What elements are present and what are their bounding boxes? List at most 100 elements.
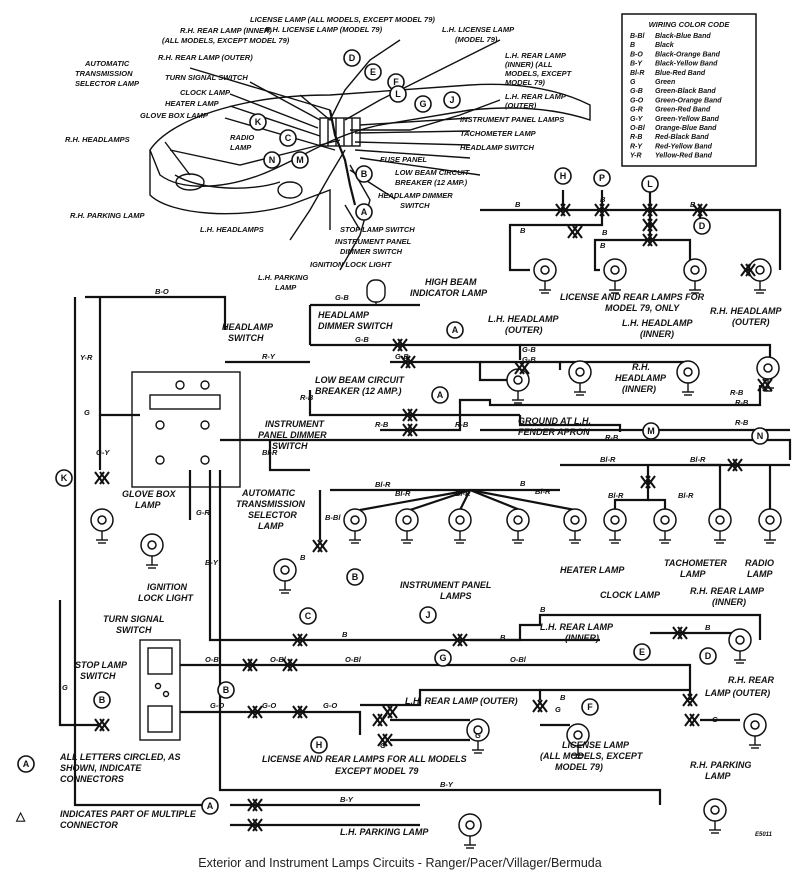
connector-f: F: [581, 698, 599, 716]
label-sl-2: SWITCH: [80, 671, 116, 681]
label-stop-lamp-switch: STOP LAMP SWITCH: [340, 225, 415, 234]
wire-code-tag: Bl-R: [455, 489, 471, 498]
label-lh-rear-lamp-inner: L.H. REAR LAMP: [505, 51, 567, 60]
label-low-beam-1: LOW BEAM CIRCUIT: [395, 168, 471, 177]
wire-code-tag: G-B: [522, 355, 536, 364]
wire-code-tag: R-Y: [262, 352, 276, 361]
label-rh-parking-lamp: R.H. PARKING LAMP: [70, 211, 145, 220]
label-auto-trans-3: SELECTOR LAMP: [75, 79, 140, 88]
legend-name: Yellow-Red Band: [655, 153, 713, 160]
connector-a: A: [431, 386, 449, 404]
wire-code-tag: G: [62, 683, 68, 692]
lamp-bulb: [563, 508, 587, 544]
wire-code-tag: G-Y: [96, 448, 110, 457]
label-lh-hl-inner-1: L.H. HEADLAMP: [622, 318, 693, 328]
multiple-connector-mark: [640, 475, 656, 489]
label-lhro: L.H. REAR LAMP (OUTER): [405, 696, 518, 706]
connector-h: H: [310, 736, 328, 754]
legend-code: R-B: [630, 134, 642, 141]
wire-code-tag: Bl-R: [535, 487, 551, 496]
multiple-connector-mark: [532, 699, 548, 713]
multiple-connector-mark: [402, 423, 418, 437]
label-rh-license-lamp-79: R.H. LICENSE LAMP (MODEL 79): [265, 25, 383, 34]
label-at-3: SELECTOR: [248, 510, 297, 520]
label-ign-2: LOCK LIGHT: [138, 593, 194, 603]
label-rh-hl-inner-2: HEADLAMP: [615, 373, 667, 383]
connector-e: E: [633, 643, 651, 661]
wire-code-tag: B-O: [155, 287, 169, 296]
lamp-bulb: [533, 258, 557, 294]
multiple-connector-mark: [292, 705, 308, 719]
label-rh-hl-inner-3: (INNER): [622, 384, 656, 394]
svg-text:E: E: [639, 647, 645, 657]
label-all-title-2: EXCEPT MODEL 79: [335, 766, 418, 776]
label-ignition-lock-light: IGNITION LOCK LIGHT: [310, 260, 393, 269]
svg-text:B: B: [99, 695, 106, 705]
legend-name: Green: [655, 79, 675, 86]
svg-text:B: B: [361, 169, 368, 179]
wire-code-tag: R-B: [735, 418, 749, 427]
multiple-connector-mark: [392, 338, 408, 352]
label-ts-1: TURN SIGNAL: [103, 614, 165, 624]
label-hs-1: HEADLAMP: [222, 322, 274, 332]
wire-code-tag: R-B: [300, 393, 314, 402]
multiple-connector-mark: [727, 458, 743, 472]
multiple-connector-mark: [692, 203, 708, 217]
svg-text:K: K: [255, 117, 262, 127]
connector-k: K: [249, 113, 267, 131]
label-ground-1: GROUND AT L.H.: [518, 416, 591, 426]
multiple-connector-mark: [642, 218, 658, 232]
multiple-connector-mark: [402, 408, 418, 422]
lamp-bulb: [676, 360, 700, 396]
lamp-bulb: [466, 718, 490, 754]
label-clock: CLOCK LAMP: [600, 590, 661, 600]
multiple-connector-mark: [247, 818, 263, 832]
wire-code-tag: Bl-R: [395, 489, 411, 498]
label-lh-hl-inner-2: (INNER): [640, 329, 674, 339]
connector-b: B: [355, 165, 373, 183]
connector-g: G: [414, 95, 432, 113]
label-model79-title-1: LICENSE AND REAR LAMPS FOR: [560, 292, 705, 302]
label-headlamp-switch: HEADLAMP SWITCH: [460, 143, 534, 152]
label-rh-hl-outer-1: R.H. HEADLAMP: [710, 306, 782, 316]
wire-code-tag: B: [600, 241, 606, 250]
label-rh-hl-inner-1: R.H.: [632, 362, 650, 372]
label-clock-lamp: CLOCK LAMP: [180, 88, 231, 97]
label-hs-2: SWITCH: [228, 333, 264, 343]
wire-code-tag: B: [560, 693, 566, 702]
lamp-bulb: [343, 508, 367, 544]
svg-text:P: P: [599, 173, 605, 183]
legend-name: Black-Orange Band: [655, 51, 721, 58]
multiple-connector-mark: [242, 658, 258, 672]
lamp-bulb: [703, 798, 727, 834]
connector-j: J: [419, 606, 437, 624]
wire-code-tag: Bl-R: [608, 491, 624, 500]
label-lic-1: LICENSE LAMP: [562, 740, 630, 750]
legend-name: Red-Yellow Band: [655, 143, 713, 150]
lamp-bulb: [603, 258, 627, 294]
label-lh-parking-1: L.H. PARKING: [258, 273, 308, 282]
connector-d: D: [699, 647, 717, 665]
label-rh-rear-lamp-inner: R.H. REAR LAMP (INNER): [180, 26, 272, 35]
connector-h: H: [554, 167, 572, 185]
label-ground-2: FENDER APRON: [518, 427, 590, 437]
wire-code-tag: B-Y: [340, 795, 354, 804]
wire-code-tag: G: [475, 731, 481, 740]
label-glove-box-lamp: GLOVE BOX LAMP: [140, 111, 209, 120]
label-at-4: LAMP: [258, 521, 284, 531]
legend-code: O-Bl: [630, 125, 646, 132]
svg-text:J: J: [449, 95, 454, 105]
lamp-bulb: [748, 258, 772, 294]
multiple-connector-mark: [282, 658, 298, 672]
label-lhri-2: (INNER): [565, 633, 599, 643]
label-headlamp-dimmer-2: SWITCH: [400, 201, 430, 210]
wire-code-tag: G: [84, 408, 90, 417]
multiple-connector-mark: [247, 705, 263, 719]
label-at-1: AUTOMATIC: [241, 488, 296, 498]
legend-code: G-O: [630, 97, 644, 104]
multiple-connector-mark: [372, 713, 388, 727]
figure-caption: Exterior and Instrument Lamps Circuits -…: [198, 856, 602, 870]
connector-n: N: [751, 427, 769, 445]
